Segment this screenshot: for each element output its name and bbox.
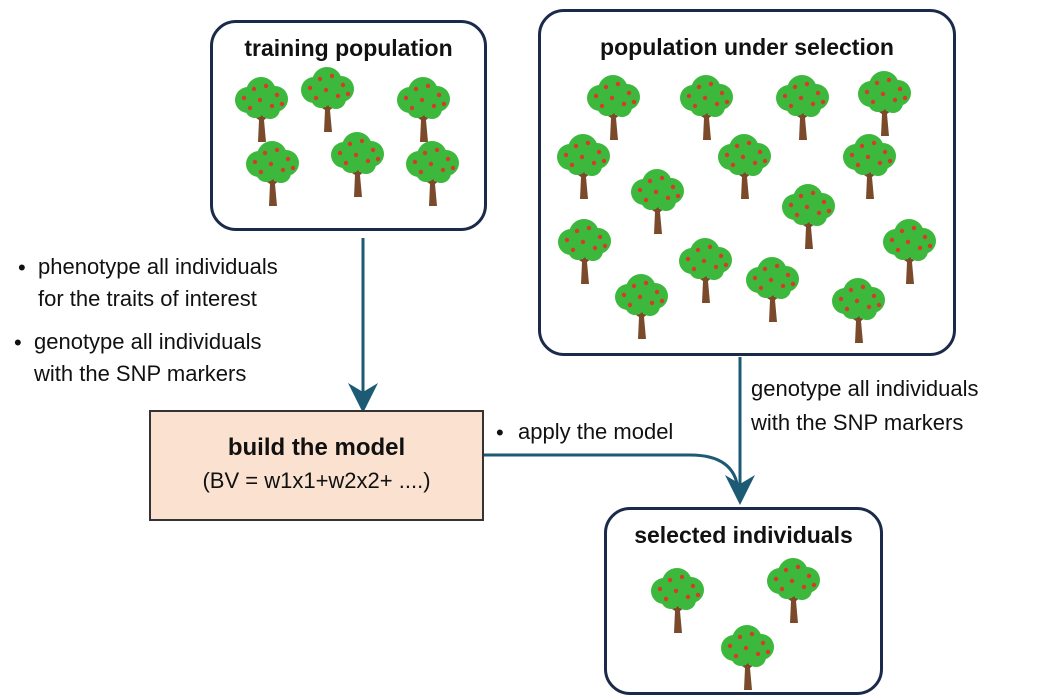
genotype-right-line2: with the SNP markers [751,410,964,435]
model-formula: (BV = w1x1+w2x2+ ....) [202,468,431,493]
genotype-right-line1: genotype all individuals [751,376,979,401]
selected-individuals-title: selected individuals [634,522,853,548]
bullet: • [18,255,26,280]
apple-tree-icon [626,168,688,234]
training-population-box: training population [210,20,487,231]
apple-tree-icon [230,76,292,142]
apple-tree-icon [762,557,824,623]
apply-model-note: apply the model [518,419,674,444]
apple-tree-icon [326,131,388,197]
bullet: • [14,330,22,355]
apple-tree-icon [401,140,463,206]
apple-tree-icon [646,567,708,633]
apple-tree-icon [582,74,644,140]
apple-tree-icon [241,140,303,206]
apple-tree-icon [771,74,833,140]
apple-tree-icon [296,66,358,132]
apple-tree-icon [553,218,615,284]
training-population-title: training population [244,35,453,61]
bullet: • [496,420,504,445]
build-model-title: build the model [227,434,406,461]
apple-tree-icon [392,76,454,142]
apple-tree-icon [716,624,778,690]
phenotype-note-line2: for the traits of interest [38,286,257,311]
apple-tree-icon [675,74,737,140]
population-under-selection-title: population under selection [600,34,894,60]
apple-tree-icon [838,133,900,199]
apple-tree-icon [610,273,672,339]
apple-tree-icon [853,70,915,136]
genotype-note-line2: with the SNP markers [34,361,247,386]
apple-tree-icon [827,277,889,343]
apple-tree-icon [878,218,940,284]
build-model-box: build the model (BV = w1x1+w2x2+ ....) [149,410,484,521]
phenotype-note-line1: phenotype all individuals [38,254,278,279]
genotype-note-line1: genotype all individuals [34,329,262,354]
apple-tree-icon [777,183,839,249]
arrow-model-to-selected [484,453,740,491]
apple-tree-icon [552,133,614,199]
apple-tree-icon [713,133,775,199]
apple-tree-icon [741,256,803,322]
apple-tree-icon [674,237,736,303]
